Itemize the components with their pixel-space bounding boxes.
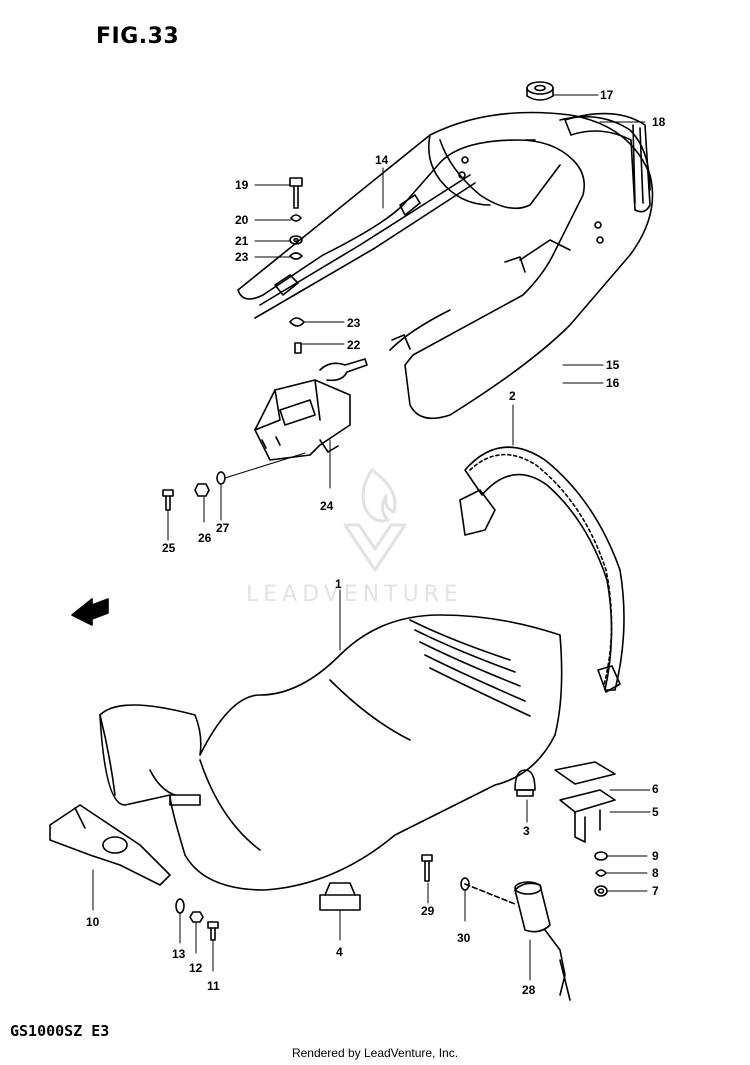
- callout-29: 29: [421, 904, 435, 918]
- callout-4: 4: [336, 945, 343, 959]
- tail-cover: [237, 111, 654, 420]
- callout-25: 25: [162, 541, 176, 555]
- bracket-fasteners: [175, 898, 219, 941]
- callout-11: 11: [207, 979, 220, 993]
- seat: [99, 614, 563, 891]
- callout-27: 27: [216, 521, 230, 535]
- callout-21: 21: [235, 234, 249, 248]
- seat-hinge: [554, 761, 616, 843]
- watermark-logo: [343, 468, 407, 572]
- callout-14: 14: [375, 153, 389, 167]
- callout-6: 6: [652, 782, 659, 796]
- figure-title: FIG.33: [96, 24, 180, 49]
- hinge-washers: [594, 851, 608, 897]
- callout-7: 7: [652, 884, 659, 898]
- front-bracket: [49, 804, 171, 886]
- callout-10: 10: [86, 915, 100, 929]
- leader-lines: [92, 94, 651, 981]
- grommet: [526, 81, 554, 101]
- callout-9: 9: [652, 849, 659, 863]
- seat-lock-bracket: [254, 358, 368, 461]
- callout-23-upper: 23: [235, 250, 249, 264]
- callout-2: 2: [509, 389, 516, 403]
- callout-28: 28: [522, 983, 536, 997]
- callout-8: 8: [652, 866, 659, 880]
- callout-24: 24: [320, 499, 334, 513]
- callout-26: 26: [198, 531, 212, 545]
- seat-strap: [459, 446, 625, 693]
- callout-5: 5: [652, 805, 659, 819]
- front-arrow-icon: [71, 598, 109, 626]
- callout-12: 12: [189, 961, 203, 975]
- small-fasteners-upper: [289, 177, 305, 354]
- callout-20: 20: [235, 213, 249, 227]
- watermark-text: LEADVENTURE: [246, 582, 463, 607]
- callout-13: 13: [172, 947, 186, 961]
- callout-17: 17: [600, 88, 614, 102]
- tail-pad: [564, 112, 651, 213]
- callout-18: 18: [652, 115, 666, 129]
- model-code: GS1000SZ E3: [10, 1022, 110, 1040]
- lower-left-fasteners: [162, 471, 226, 511]
- callout-22: 22: [347, 338, 361, 352]
- seat-damper: [514, 769, 536, 797]
- callout-23-lower: 23: [347, 316, 361, 330]
- footer-credit: Rendered by LeadVenture, Inc.: [291, 1046, 459, 1060]
- callout-30: 30: [457, 931, 471, 945]
- seat-lock: [421, 854, 571, 1001]
- callout-15: 15: [606, 358, 620, 372]
- callout-1: 1: [335, 577, 342, 591]
- callout-3: 3: [523, 824, 530, 838]
- callout-16: 16: [606, 376, 620, 390]
- callout-19: 19: [235, 178, 249, 192]
- seat-hook: [319, 882, 361, 911]
